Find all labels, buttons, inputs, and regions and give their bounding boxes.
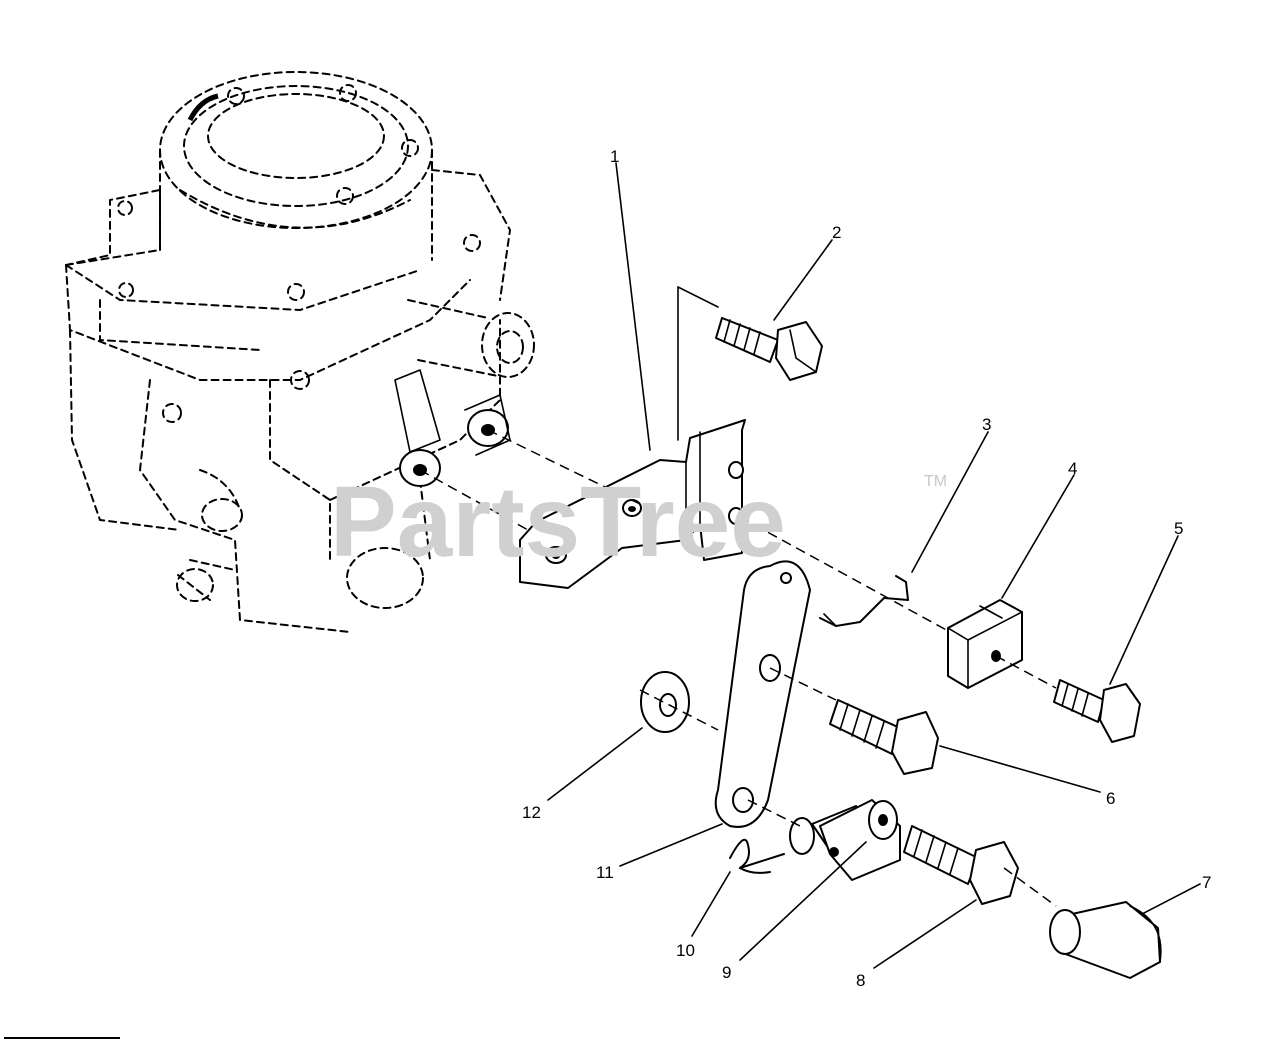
- part-3-spring: [819, 575, 909, 627]
- callout-7: 7: [1202, 873, 1211, 892]
- part-10-clip: [729, 838, 785, 874]
- callout-12: 12: [522, 803, 541, 822]
- part-2-bolt: [715, 317, 823, 381]
- callout-2: 2: [832, 223, 841, 242]
- part-7-cap: [1049, 901, 1162, 979]
- part-1-bracket: [519, 286, 746, 589]
- part-9-swivel: [789, 799, 901, 881]
- part-6-bolt: [829, 699, 939, 775]
- callout-8: 8: [856, 971, 865, 990]
- part-11-link: [714, 560, 811, 828]
- callout-3: 3: [982, 415, 991, 434]
- callout-9: 9: [722, 963, 731, 982]
- part-8-bolt: [903, 825, 1019, 905]
- leader-lines: [547, 162, 1201, 969]
- watermark-trademark: TM: [924, 473, 947, 490]
- assembly-lines: [419, 429, 1057, 907]
- part-12-washer: [640, 671, 690, 733]
- callout-10: 10: [676, 941, 695, 960]
- callout-11: 11: [596, 863, 614, 882]
- part-4-clip: [947, 599, 1023, 689]
- callout-5: 5: [1174, 519, 1183, 538]
- callout-6: 6: [1106, 789, 1115, 808]
- callout-1: 1: [610, 147, 619, 166]
- watermark-text: PartsTree: [330, 466, 786, 578]
- part-5-bolt: [1053, 679, 1141, 743]
- carburetor-outline: [65, 71, 535, 633]
- callout-4: 4: [1068, 459, 1077, 478]
